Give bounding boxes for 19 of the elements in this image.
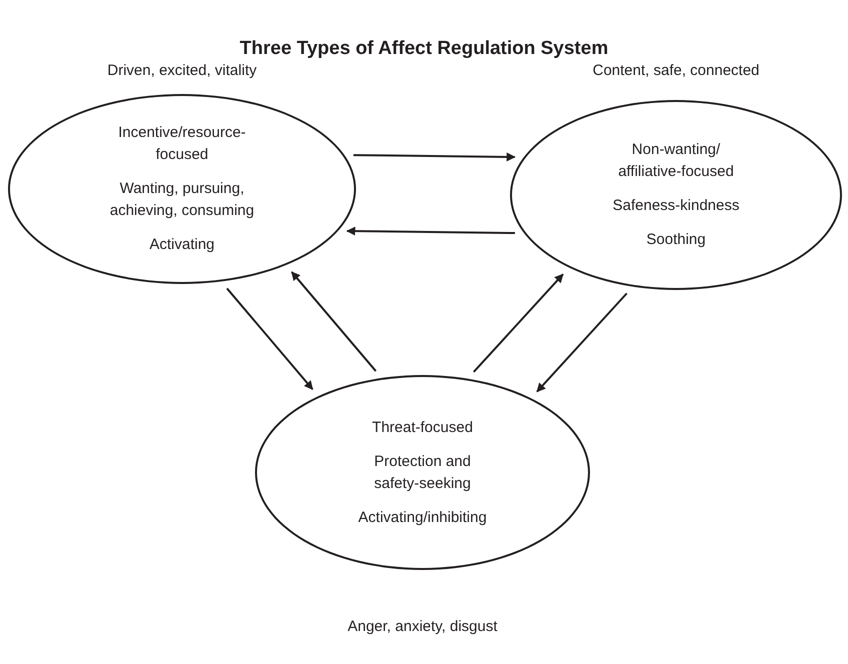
system-text: Wanting, pursuing, achieving, consuming	[108, 179, 256, 221]
arrow	[536, 292, 628, 392]
system-text: Safeness-kindness	[612, 196, 740, 216]
system-heading: Content, safe, connected	[592, 62, 760, 79]
arrow	[346, 226, 515, 236]
system-text: Non-wanting/ affiliative-focused	[617, 140, 735, 182]
system-text: Soothing	[646, 230, 706, 250]
diagram-title: Three Types of Affect Regulation System	[238, 38, 610, 60]
system-heading: Anger, anxiety, disgust	[346, 618, 498, 635]
system-text: Activating	[149, 235, 215, 255]
system-text: Incentive/resource-focused	[117, 123, 247, 165]
arrow	[226, 288, 314, 390]
arrow	[472, 274, 564, 373]
system-text: Protection and safety-seeking	[373, 452, 472, 494]
system-text: Activating/inhibiting	[358, 508, 487, 528]
system-heading: Driven, excited, vitality	[106, 62, 258, 79]
system-text: Threat-focused	[372, 418, 473, 438]
arrow	[353, 152, 516, 162]
arrow	[291, 271, 377, 372]
